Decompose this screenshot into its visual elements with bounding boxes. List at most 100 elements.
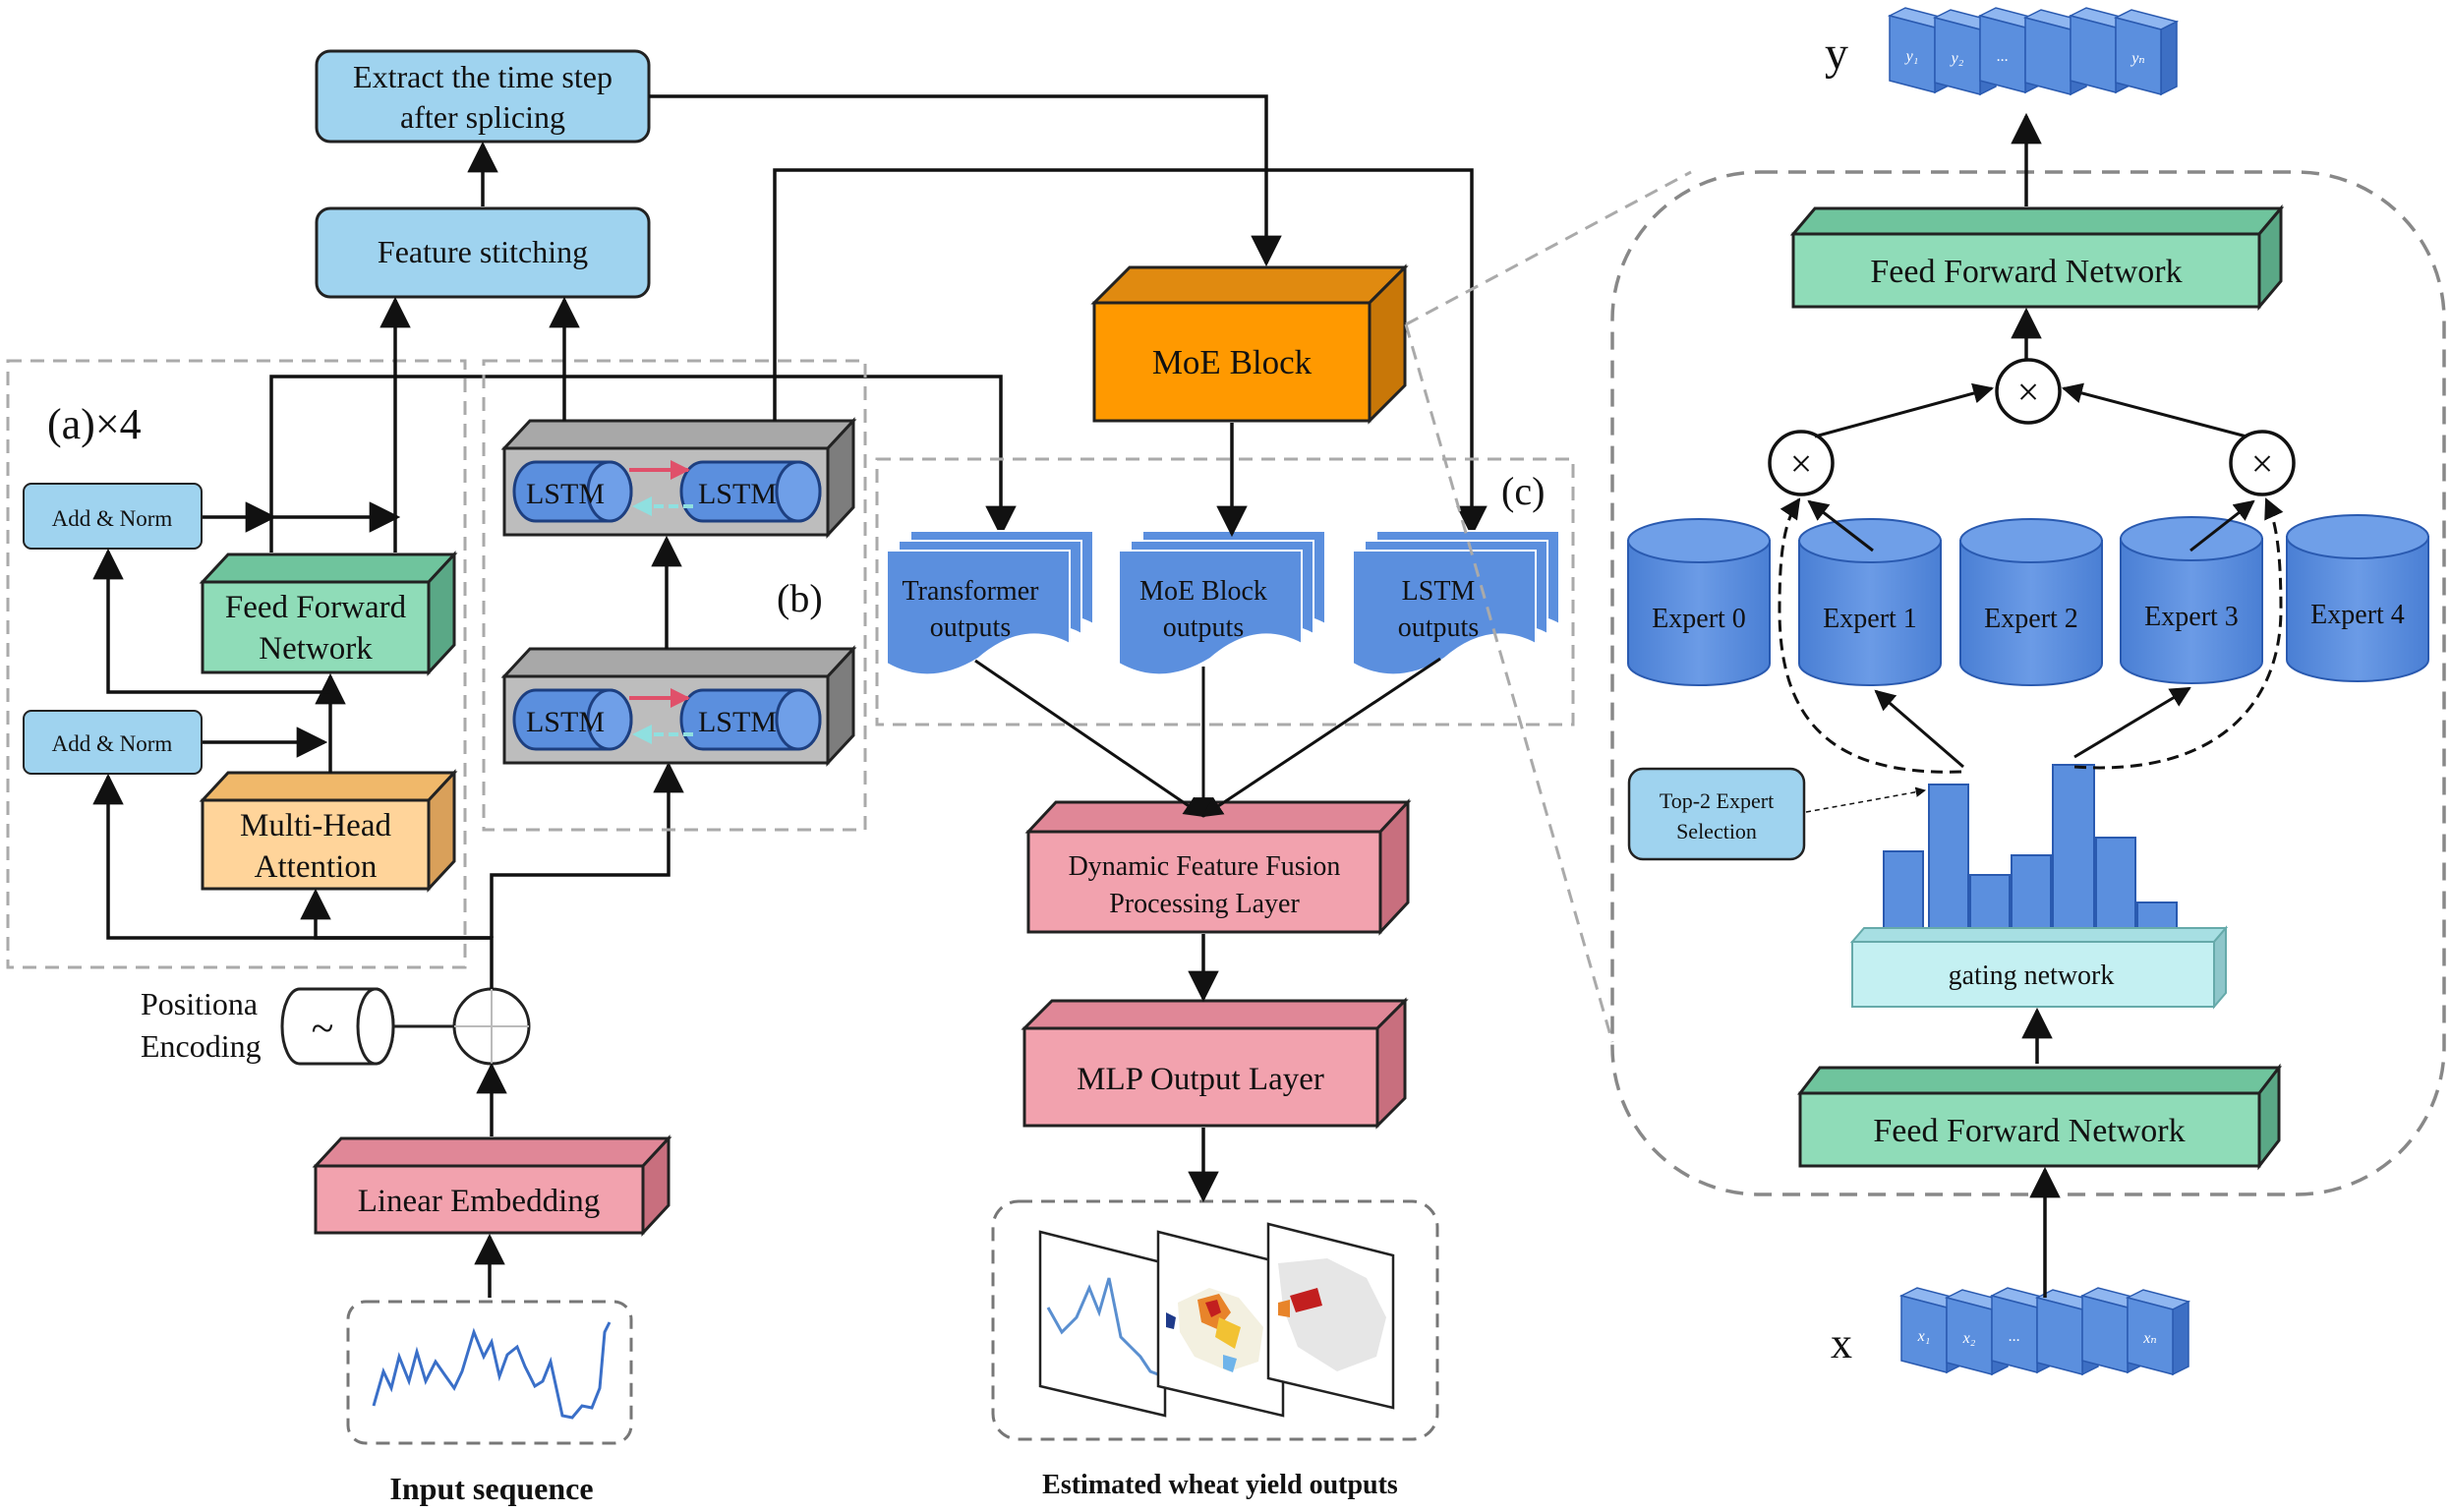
input-sequence-frame bbox=[346, 1300, 633, 1445]
linear-embedding-box bbox=[312, 1134, 672, 1237]
multiply-left-symbol: × bbox=[1790, 441, 1813, 486]
lstm-cell-label-2: LSTM bbox=[698, 478, 777, 510]
ffn-label-1: Feed Forward bbox=[225, 590, 407, 625]
section-b-frame bbox=[482, 359, 867, 832]
expert-3-label: Expert 3 bbox=[2144, 602, 2239, 632]
lstm-cell-label-4: LSTM bbox=[698, 706, 777, 738]
ffn-top-label: Feed Forward Network bbox=[1870, 254, 2182, 290]
experts-group: Expert 0 Expert 1 Expert 2 Expert 3 Expert 4 bbox=[1627, 514, 2429, 686]
expert-0-cylinder bbox=[1627, 518, 1771, 686]
ffn-box-a bbox=[199, 551, 458, 676]
mlp-output-box bbox=[1021, 997, 1409, 1130]
lstm-block-upper bbox=[500, 417, 857, 539]
positional-encoding-label-2: Encoding bbox=[141, 1028, 262, 1064]
expert-3-cylinder bbox=[2120, 516, 2263, 684]
positional-encoding-label-1: Positiona bbox=[141, 986, 258, 1021]
ffn-top-box bbox=[1789, 204, 2285, 312]
top2-selection-label-1: Top-2 Expert bbox=[1660, 788, 1774, 813]
mlp-output-label: MLP Output Layer bbox=[1077, 1062, 1324, 1097]
ffn-bottom-label: Feed Forward Network bbox=[1873, 1113, 2185, 1149]
lstm-outputs-label-1: LSTM bbox=[1402, 576, 1476, 607]
transformer-outputs-stack bbox=[886, 530, 1094, 676]
output-map-panels bbox=[1038, 1222, 1395, 1418]
section-a-frame bbox=[6, 359, 467, 969]
moe-detail-arrows bbox=[1778, 112, 2284, 1298]
moe-outputs-label-1: MoE Block bbox=[1139, 576, 1267, 607]
output-maps-frame bbox=[991, 1199, 1439, 1441]
section-b-label: (b) bbox=[777, 576, 823, 620]
expert-1-cylinder bbox=[1798, 518, 1942, 686]
multiply-top-icon bbox=[1995, 358, 2062, 425]
gating-bars bbox=[1883, 764, 2178, 947]
x-token-label-0: x₁ bbox=[1917, 1328, 1931, 1345]
y-token-label-0: y₁ bbox=[1904, 48, 1919, 65]
expert-4-label: Expert 4 bbox=[2310, 600, 2405, 630]
lstm-cell-label-1: LSTM bbox=[526, 478, 605, 510]
middle-fusion-section: MoE Block (c) Transformer outputs MoE Bl… bbox=[875, 263, 1575, 1500]
left-branch-arrows bbox=[92, 94, 1282, 1298]
moe-outputs-stack bbox=[1118, 530, 1326, 676]
x-token-label-5: xₙ bbox=[2142, 1330, 2157, 1347]
x-token-label-1: x₂ bbox=[1962, 1330, 1976, 1347]
linear-embedding-label: Linear Embedding bbox=[358, 1184, 601, 1219]
expert-2-cylinder bbox=[1959, 518, 2103, 686]
moe-outputs-label-2: outputs bbox=[1163, 612, 1244, 643]
feature-stitching-label: Feature stitching bbox=[378, 234, 588, 269]
transformer-branch: (a)×4 Extract the time step after splici… bbox=[6, 49, 1282, 1506]
moe-block-box bbox=[1090, 263, 1409, 425]
extract-timestep-label-2: after splicing bbox=[400, 99, 565, 135]
ffn-label-2: Network bbox=[259, 631, 373, 667]
multiply-right-symbol: × bbox=[2251, 441, 2274, 486]
x-token-5 bbox=[2125, 1289, 2191, 1376]
x-token-stack: x₁ x₂... xₙ bbox=[1898, 1287, 2191, 1376]
output-maps-caption: Estimated wheat yield outputs bbox=[1042, 1470, 1398, 1500]
top2-selection-box bbox=[1627, 767, 1806, 861]
middle-arrows bbox=[974, 423, 1441, 1203]
add-circle-icon bbox=[452, 987, 531, 1066]
add-norm-top-label: Add & Norm bbox=[52, 506, 173, 531]
ffn-bottom-box bbox=[1796, 1063, 2283, 1171]
add-norm-bottom-label: Add & Norm bbox=[52, 731, 173, 756]
expert-4-cylinder bbox=[2286, 514, 2429, 682]
input-sequence-waveform bbox=[372, 1321, 612, 1420]
x-token-label-2: ... bbox=[2009, 1328, 2020, 1345]
lstm-outputs-label-2: outputs bbox=[1398, 612, 1479, 643]
moe-detail-frame bbox=[1610, 170, 2446, 1196]
y-token-stack: y₁ y₂... yₙ bbox=[1887, 7, 2180, 96]
y-token-label-1: y₂ bbox=[1950, 50, 1964, 67]
section-c-label: (c) bbox=[1501, 469, 1545, 513]
transformer-outputs-label-2: outputs bbox=[930, 612, 1011, 643]
y-token-5 bbox=[2113, 9, 2180, 96]
gating-network-box bbox=[1849, 925, 2229, 1010]
section-c-frame bbox=[875, 457, 1575, 727]
extract-timestep-label-1: Extract the time step bbox=[353, 59, 613, 94]
tilde-symbol: ~ bbox=[312, 1007, 334, 1052]
expert-0-label: Expert 0 bbox=[1652, 604, 1746, 634]
section-a-label: (a)×4 bbox=[47, 400, 142, 448]
multiply-right-icon bbox=[2229, 430, 2296, 496]
expert-2-label: Expert 2 bbox=[1984, 604, 2078, 634]
lstm-arrows bbox=[549, 168, 1488, 649]
gating-network-label: gating network bbox=[1949, 960, 2115, 991]
lstm-block-lower bbox=[500, 645, 857, 767]
multiply-left-icon bbox=[1768, 430, 1835, 496]
y-token-label-5: yₙ bbox=[2130, 50, 2145, 67]
y-label: y bbox=[1825, 28, 1848, 80]
y-token-label-2: ... bbox=[1997, 48, 2009, 65]
moe-block-label: MoE Block bbox=[1152, 343, 1313, 381]
lstm-branch: (b) LSTM LSTM LSTM LSTM bbox=[482, 168, 1488, 832]
fusion-layer-label-2: Processing Layer bbox=[1109, 889, 1300, 919]
feature-stitching-box bbox=[315, 206, 651, 299]
x-label: x bbox=[1831, 1319, 1852, 1367]
lstm-cell-label-3: LSTM bbox=[526, 706, 605, 738]
top2-selection-label-2: Selection bbox=[1676, 819, 1757, 843]
mha-box bbox=[199, 769, 458, 893]
transformer-outputs-label-1: Transformer bbox=[903, 576, 1040, 607]
expert-1-label: Expert 1 bbox=[1823, 604, 1917, 634]
mha-label-2: Attention bbox=[255, 849, 378, 885]
fusion-layer-label-1: Dynamic Feature Fusion bbox=[1069, 851, 1341, 882]
mha-label-1: Multi-Head bbox=[240, 808, 391, 843]
input-sequence-caption: Input sequence bbox=[389, 1471, 593, 1506]
